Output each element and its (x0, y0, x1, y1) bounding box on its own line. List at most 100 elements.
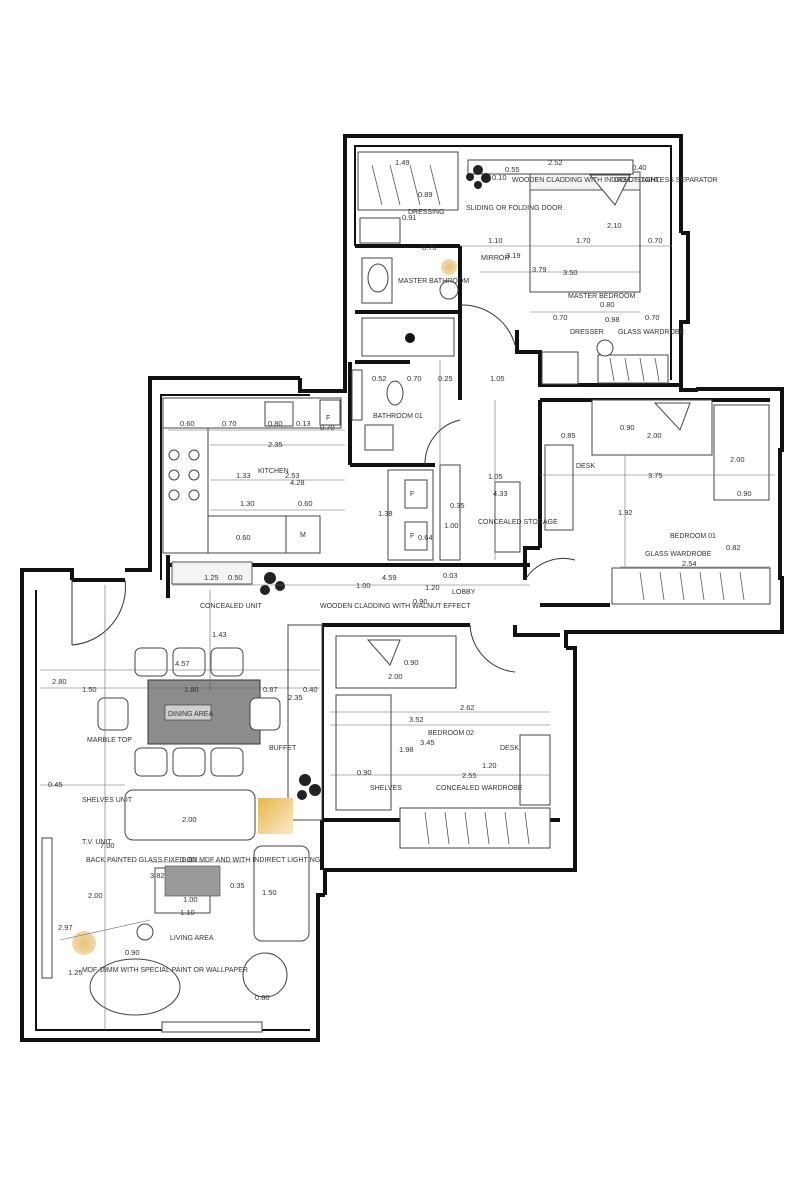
dim-label: 0.40 (303, 685, 318, 694)
dim-label: 1.05 (488, 472, 503, 481)
dim-label: 1.25 (68, 968, 83, 977)
dim-label: 1.49 (395, 158, 410, 167)
lobby-storage (171, 464, 521, 595)
label-fridge-3: F (410, 533, 414, 540)
dim-label: 2.00 (730, 455, 745, 464)
label-bathroom-01: BATHROOM 01 (373, 413, 423, 420)
dim-label: 3.82 (150, 871, 165, 880)
label-dressing: DRESSING (408, 209, 445, 216)
label-tv-unit: T.V. UNIT (82, 839, 112, 846)
dim-label: 0.89 (418, 190, 433, 199)
dim-label: 0.60 (180, 419, 195, 428)
label-concealed-wardrobe: CONCEALED WARDROBE (436, 785, 523, 792)
dim-label: 1.70 (576, 236, 591, 245)
dim-label: 1.80 (184, 685, 199, 694)
dimension-labels: 1.49 0.55 2.52 0.10 0.40 0.89 0.91 0.70 … (48, 158, 752, 1002)
dim-label: 0.90 (357, 768, 372, 777)
label-desk-1: DESK (576, 463, 595, 470)
dim-label: 4.33 (493, 489, 508, 498)
dim-label: 0.50 (228, 573, 243, 582)
dim-label: 3.79 (532, 265, 547, 274)
label-dresser: DRESSER (570, 329, 604, 336)
exterior-walls (20, 134, 784, 1042)
dim-label: 1.00 (183, 895, 198, 904)
label-dining: DINING AREA (168, 711, 213, 718)
dim-label: 1.50 (262, 888, 277, 897)
label-sliding-door: SLIDING OR FOLDING DOOR (466, 205, 562, 212)
plant-icon (466, 165, 491, 189)
bedroom-01-furniture (544, 399, 771, 605)
label-fridge-2: F (410, 491, 414, 498)
label-bedroom-02: BEDROOM 02 (428, 730, 474, 737)
dim-label: 0.70 (553, 313, 568, 322)
dim-label: 1.05 (490, 374, 505, 383)
dim-label: 0.80 (600, 300, 615, 309)
dim-label: 2.97 (58, 923, 73, 932)
dim-label: 4.57 (175, 659, 190, 668)
dim-label: 0.98 (605, 315, 620, 324)
label-lobby: LOBBY (452, 589, 476, 596)
dim-label: 0.70 (320, 423, 335, 432)
dim-label: 2.55 (462, 771, 477, 780)
dim-label: 2.80 (52, 677, 67, 686)
dim-label: 3.19 (506, 251, 521, 260)
label-shelves-unit: SHELVES UNIT (82, 797, 133, 804)
dim-label: 7.00 (100, 841, 115, 850)
plant-icon (260, 572, 285, 595)
dim-label: 1.10 (488, 236, 503, 245)
label-master-bedroom: MASTER BEDROOM (568, 293, 635, 300)
dim-label: 1.92 (618, 508, 633, 517)
dim-label: 0.35 (230, 881, 245, 890)
label-glass-wardrobe: GLASS WARDROBE (645, 551, 712, 558)
doors (71, 304, 576, 673)
label-mdf-note: MDF 18MM WITH SPECIAL PAINT OR WALLPAPER (82, 967, 248, 974)
label-gold-separator: GOLD STAINLESS SEPARATOR (614, 177, 718, 184)
label-wooden-cladding-top: WOODEN CLADDING WITH INDIRECT LIGHT (512, 177, 660, 184)
dim-label: 4.59 (382, 573, 397, 582)
label-back-painted: BACK PAINTED GLASS FIXED ON MDF AND WITH… (86, 857, 320, 864)
dim-label: 2.00 (647, 431, 662, 440)
dim-label: 2.35 (288, 693, 303, 702)
dim-label: 0.70 (422, 243, 437, 252)
dim-label: 0.85 (561, 431, 576, 440)
dim-label: 0.55 (505, 165, 520, 174)
bathroom-01-fixtures (351, 369, 404, 451)
label-glass-wardrobe-top: GLASS WARDROBE (618, 329, 685, 336)
label-microwave: M (300, 532, 306, 539)
label-shelves: SHELVES (370, 785, 402, 792)
dim-label: 2.52 (548, 158, 563, 167)
dining-furniture (97, 624, 323, 821)
master-suite-furniture (357, 151, 669, 385)
label-bedroom-01: BEDROOM 01 (670, 533, 716, 540)
dim-label: 0.40 (632, 163, 647, 172)
dim-label: 1.20 (425, 583, 440, 592)
dim-label: 0.82 (726, 543, 741, 552)
dim-label: 1.50 (82, 685, 97, 694)
dim-label: 1.38 (378, 509, 393, 518)
dim-label: 0.35 (450, 501, 465, 510)
dim-label: 1.25 (204, 573, 219, 582)
dim-label: 1.30 (240, 499, 255, 508)
label-kitchen: KITCHEN (258, 468, 289, 475)
dim-label: 2.53 (285, 471, 300, 480)
label-concealed-storage: CONCEALED STORAGE (478, 519, 558, 526)
dim-label: 0.10 (492, 173, 507, 182)
label-desk-2: DESK (500, 745, 519, 752)
dim-label: 2.00 (388, 672, 403, 681)
dim-label: 0.80 (255, 993, 270, 1002)
dim-label: 0.90 (737, 489, 752, 498)
dim-label: 1.43 (212, 630, 227, 639)
dim-label: 0.60 (298, 499, 313, 508)
dim-label: 0.45 (48, 780, 63, 789)
dim-label: 0.70 (645, 313, 660, 322)
dim-label: 2.54 (682, 559, 697, 568)
label-wooden-cladding-lobby: WOODEN CLADDING WITH WALNUT EFFECT (320, 603, 471, 610)
dim-label: 2.00 (182, 815, 197, 824)
room-labels: DRESSING SLIDING OR FOLDING DOOR WOODEN … (82, 177, 718, 974)
label-concealed-unit: CONCEALED UNIT (200, 603, 263, 610)
dim-label: 0.90 (620, 423, 635, 432)
dim-label: 0.64 (418, 533, 433, 542)
dimension-lines (40, 245, 775, 1030)
label-living-area: LIVING AREA (170, 935, 214, 942)
